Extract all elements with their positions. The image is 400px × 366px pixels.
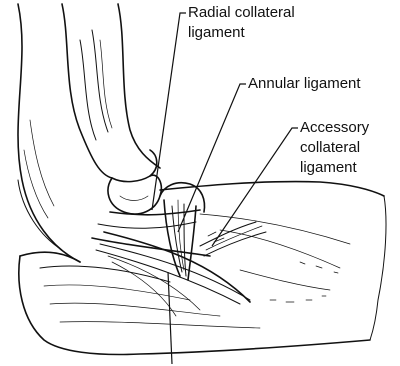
leader-annular xyxy=(178,84,246,232)
leader-radial-collateral xyxy=(152,13,186,210)
annular-ligament-drawing xyxy=(160,183,204,280)
label-accessory-line2: collateral xyxy=(300,138,360,158)
label-radial-collateral-line2: ligament xyxy=(188,23,245,43)
label-accessory-line3: ligament xyxy=(300,158,357,178)
accessory-collateral-ligament-drawing xyxy=(200,222,266,256)
label-radial-collateral-line1: Radial collateral xyxy=(188,3,295,23)
label-accessory-line1: Accessory xyxy=(300,118,369,138)
label-annular-ligament: Annular ligament xyxy=(248,74,361,94)
humerus-bone xyxy=(18,4,161,262)
forearm xyxy=(19,182,386,355)
